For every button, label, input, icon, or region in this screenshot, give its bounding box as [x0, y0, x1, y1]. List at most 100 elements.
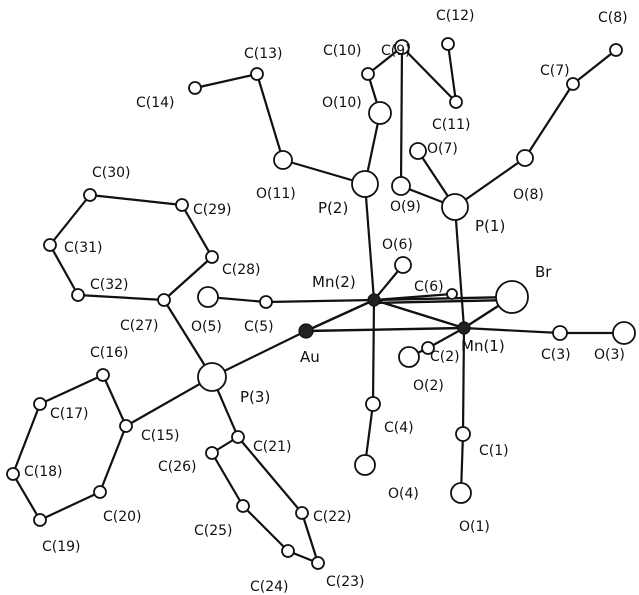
label-o5: O(5)	[191, 319, 222, 335]
bond-c8-c7	[571, 48, 618, 86]
atom-p1	[441, 193, 469, 221]
bond-p2-mn2	[363, 182, 376, 302]
atom-c13	[250, 67, 264, 81]
bond-c12-c11	[446, 42, 458, 104]
atom-br	[495, 280, 529, 314]
bond-c27-c28	[162, 255, 214, 302]
label-c27: C(27)	[120, 318, 159, 334]
label-c8: C(8)	[598, 10, 628, 26]
label-c20: C(20)	[103, 509, 142, 525]
bond-mn2-c5	[264, 298, 376, 304]
atom-c15	[119, 419, 133, 433]
label-c30: C(30)	[92, 165, 131, 181]
bond-c29-c30	[88, 193, 184, 207]
label-c11: C(11)	[432, 117, 471, 133]
bond-mn2-c6	[372, 292, 454, 302]
atom-c18	[6, 467, 20, 481]
atom-c22	[295, 506, 309, 520]
label-c6: C(6)	[414, 279, 444, 295]
bond-c19-c20	[38, 490, 102, 522]
bond-c30-c31	[48, 193, 92, 247]
atom-c10	[361, 67, 375, 81]
atom-c26	[205, 446, 219, 460]
atom-c21	[231, 430, 245, 444]
atom-c7	[566, 77, 580, 91]
bond-p3-c15	[124, 375, 214, 428]
atom-o8	[516, 149, 534, 167]
label-c32: C(32)	[90, 277, 129, 293]
label-c26: C(26)	[158, 459, 197, 475]
atom-c32	[71, 288, 85, 302]
atom-c3	[552, 325, 568, 341]
label-o4: O(4)	[388, 486, 419, 502]
label-o9: O(9)	[390, 199, 421, 215]
bond-au-p3	[210, 329, 308, 379]
label-c9: C(9)	[381, 43, 411, 59]
bond-c18-c19	[11, 472, 42, 522]
label-c4: C(4)	[384, 420, 414, 436]
atom-c27	[157, 293, 171, 307]
atoms	[6, 37, 636, 570]
atom-c23	[311, 556, 325, 570]
label-c7: C(7)	[540, 63, 570, 79]
atom-o11	[273, 150, 293, 170]
bond-c16-c17	[38, 373, 105, 406]
label-c19: C(19)	[42, 539, 81, 555]
atom-o2	[398, 346, 420, 368]
label-c3: C(3)	[541, 347, 571, 363]
bond-o11-p2	[281, 158, 367, 186]
label-o8: O(8)	[513, 187, 544, 203]
label-p3: P(3)	[240, 388, 270, 406]
atom-mn2	[367, 293, 381, 307]
atom-c4	[365, 396, 381, 412]
atom-o3	[612, 321, 636, 345]
label-o10: O(10)	[322, 95, 362, 111]
atom-au	[298, 323, 314, 339]
bond-c25-c26	[210, 451, 245, 508]
atom-o4	[354, 454, 376, 476]
bond-c14-c13	[193, 72, 259, 90]
label-o7: O(7)	[427, 141, 458, 157]
bond-p3-c27	[162, 298, 214, 379]
bond-mn1-c3	[462, 326, 562, 335]
atom-mn1	[457, 321, 471, 335]
bond-c17-c18	[11, 402, 42, 476]
label-c14: C(14)	[136, 95, 175, 111]
atom-c8	[609, 43, 623, 57]
label-c16: C(16)	[90, 345, 129, 361]
label-o11: O(11)	[256, 186, 296, 202]
label-o2: O(2)	[413, 378, 444, 394]
label-o6: O(6)	[382, 237, 413, 253]
label-c5: C(5)	[244, 319, 274, 335]
bond-o8-p1	[453, 156, 527, 209]
atom-c25	[236, 499, 250, 513]
atom-o5	[197, 286, 219, 308]
label-c21: C(21)	[253, 439, 292, 455]
bond-c7-o8	[523, 82, 575, 160]
bond-c21-c22	[236, 435, 304, 515]
atom-c31	[43, 238, 57, 252]
bond-mn2-br	[373, 295, 513, 302]
atom-c6	[446, 288, 458, 300]
atom-o6	[394, 256, 412, 274]
label-o1: O(1)	[459, 519, 490, 535]
atom-o10	[368, 101, 392, 125]
bond-c22-c23	[300, 511, 320, 565]
atom-c19	[33, 513, 47, 527]
bond-c11-c9	[400, 45, 458, 104]
atom-p2	[351, 170, 379, 198]
label-c15: C(15)	[141, 428, 180, 444]
atom-o9	[391, 176, 411, 196]
atom-c17	[33, 397, 47, 411]
atom-labels: C(8) C(12) C(13) C(10) C(9) C(7) C(14) O…	[24, 8, 628, 595]
bond-c13-o11	[255, 72, 285, 162]
label-c17: C(17)	[50, 406, 89, 422]
bonds	[11, 42, 626, 565]
atom-c20	[93, 485, 107, 499]
label-c24: C(24)	[250, 579, 289, 595]
atom-c24	[281, 544, 295, 558]
label-c10: C(10)	[323, 43, 362, 59]
bond-c24-c25	[241, 504, 290, 553]
